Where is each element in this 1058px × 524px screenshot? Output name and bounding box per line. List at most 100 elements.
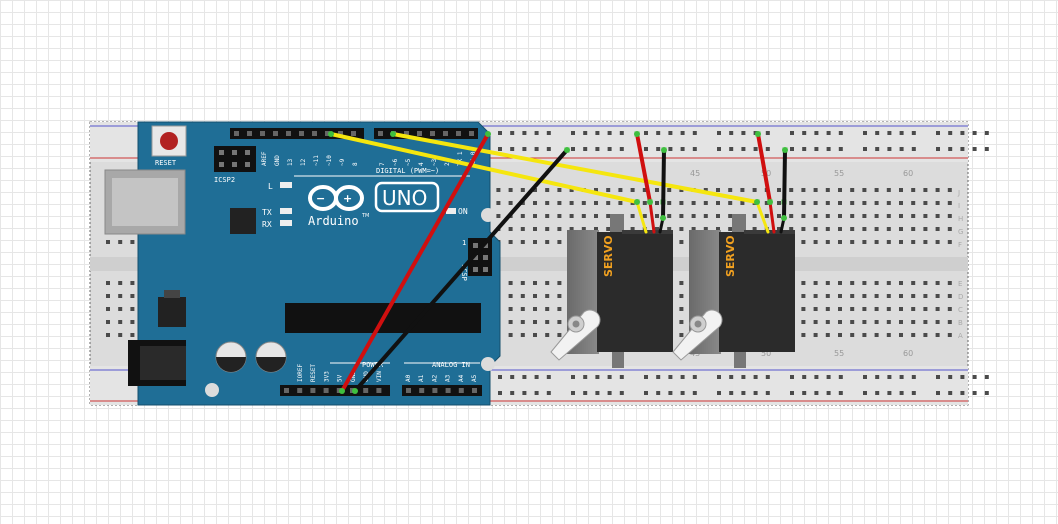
led-rx	[280, 220, 292, 226]
analog-pin-label-5: A5	[471, 374, 478, 382]
icsp2-header	[214, 146, 256, 172]
jumper-wires[interactable]	[329, 132, 787, 393]
mounting-hole	[481, 208, 495, 222]
power-pin-label-0: IOREF	[297, 364, 304, 382]
power-pin-label-4: GND	[350, 371, 357, 382]
wire-5v-power-rail[interactable]	[340, 132, 490, 393]
servo-label-2: SERVO	[724, 235, 737, 277]
row-letter-e: E	[958, 280, 962, 288]
digital-pin-label-6: ~9	[339, 158, 346, 166]
power-pin-label-1: RESET	[310, 364, 317, 382]
led-rx-label: RX	[262, 220, 272, 229]
servo-motor-1[interactable]: SERVO	[550, 214, 673, 368]
digital-pin-label-7: 8	[352, 162, 359, 166]
servo-leads	[635, 200, 786, 234]
digital-pin-label-1: GND	[274, 155, 281, 166]
col-number-60-bottom: 60	[903, 349, 913, 358]
icsp2-label: ICSP2	[214, 176, 235, 184]
uno-logo-box	[374, 181, 440, 213]
wire-power-servo1[interactable]	[635, 132, 652, 204]
digital-pin-label-4: ~11	[313, 155, 320, 166]
power-header	[280, 385, 390, 396]
power-jack-inner	[140, 346, 186, 380]
on-label: ON	[458, 207, 468, 216]
col-number-55-bottom: 55	[834, 349, 844, 358]
analog-label: ANALOG IN	[432, 361, 470, 369]
col-number-50-bottom: 50	[761, 349, 771, 358]
arduino-logo: − +	[308, 185, 364, 211]
icsp-pin1-label: 1	[462, 239, 466, 247]
breadboard-row-letters: J I H G F E D C B A	[957, 189, 963, 340]
wire-ground-servo2[interactable]	[782, 148, 787, 220]
digital-pin-label-b-6: TX 1	[457, 151, 464, 166]
power-pin-label-6: VIN	[376, 371, 383, 382]
servo-body-1	[597, 232, 673, 352]
row-letter-j: J	[957, 189, 960, 197]
power-pin-label-2: 3V3	[323, 371, 330, 382]
servo-motor-2[interactable]: SERVO	[672, 214, 795, 368]
analog-pin-label-2: A2	[431, 374, 438, 382]
digital-pin-label-b-3: 4	[418, 162, 425, 166]
row-letter-f: F	[958, 241, 962, 249]
logo-minus-icon: −	[316, 192, 325, 205]
power-pin-label-3: 5V	[337, 374, 344, 382]
digital-pin-label-5: ~10	[326, 155, 333, 166]
reset-button-cap[interactable]	[160, 132, 178, 150]
servo-body-2	[719, 232, 795, 352]
led-tx-label: TX	[262, 208, 272, 217]
digital-pin-label-b-5: 2	[444, 162, 451, 166]
digital-pin-label-3: 12	[300, 158, 307, 166]
row-letter-g: G	[958, 228, 963, 236]
analog-pin-label-4: A4	[458, 374, 465, 382]
digital-pin-label-2: 13	[287, 158, 294, 166]
row-letter-i: I	[958, 202, 960, 210]
col-number-45-top: 45	[690, 169, 700, 178]
digital-pin-label-b-2: ~5	[405, 158, 412, 166]
row-letter-b: B	[958, 319, 963, 327]
mounting-hole	[481, 357, 495, 371]
wire-ground-servo1[interactable]	[661, 148, 666, 220]
digital-pin-label-0: AREF	[261, 151, 268, 166]
digital-pin-label-b-4: ~3	[431, 158, 438, 166]
servo-label-1: SERVO	[602, 235, 615, 277]
digital-label: DIGITAL (PWM=~)	[376, 167, 439, 175]
row-letter-d: D	[958, 293, 963, 301]
voltage-regulator	[158, 297, 186, 327]
capacitor	[215, 341, 247, 373]
wire-power-servo2[interactable]	[756, 132, 772, 204]
arduino-logo-text: Arduino	[308, 214, 359, 228]
row-letter-c: C	[958, 306, 963, 314]
mounting-hole	[205, 383, 219, 397]
analog-pin-label-3: A3	[445, 374, 452, 382]
uno-model-text: UNO	[382, 186, 427, 210]
usb-connector-inner	[112, 178, 178, 226]
wire-gnd-ground-rail[interactable]	[353, 148, 569, 393]
digital-pin-label-b-0: 7	[379, 162, 386, 166]
led-l-label: L	[268, 182, 273, 191]
analog-pin-labels: A0 A1 A2 A3 A4 A5	[405, 374, 478, 382]
col-number-55-top: 55	[834, 169, 844, 178]
analog-pin-label-1: A1	[418, 374, 425, 382]
usb-chip	[230, 208, 256, 234]
analog-pin-label-0: A0	[405, 374, 412, 382]
capacitor	[255, 341, 287, 373]
icsp-label: ICSP	[460, 264, 468, 281]
power-label: POWER	[362, 361, 384, 369]
trademark-mark: TM	[361, 213, 369, 219]
row-letter-a: A	[958, 332, 963, 340]
reset-button[interactable]	[151, 125, 187, 157]
reset-label: RESET	[155, 159, 177, 167]
row-letter-h: H	[958, 215, 963, 223]
wire-signal-pin10-servo1[interactable]	[329, 132, 639, 204]
logo-plus-icon: +	[343, 192, 352, 205]
col-number-60-top: 60	[903, 169, 913, 178]
servo-horn-1	[550, 309, 601, 361]
analog-header	[402, 385, 482, 396]
led-on	[446, 208, 456, 214]
led-tx	[280, 208, 292, 214]
digital-pin-label-b-1: ~6	[392, 158, 399, 166]
wire-signal-pin6-servo2[interactable]	[391, 132, 759, 204]
digital-header	[230, 128, 478, 139]
